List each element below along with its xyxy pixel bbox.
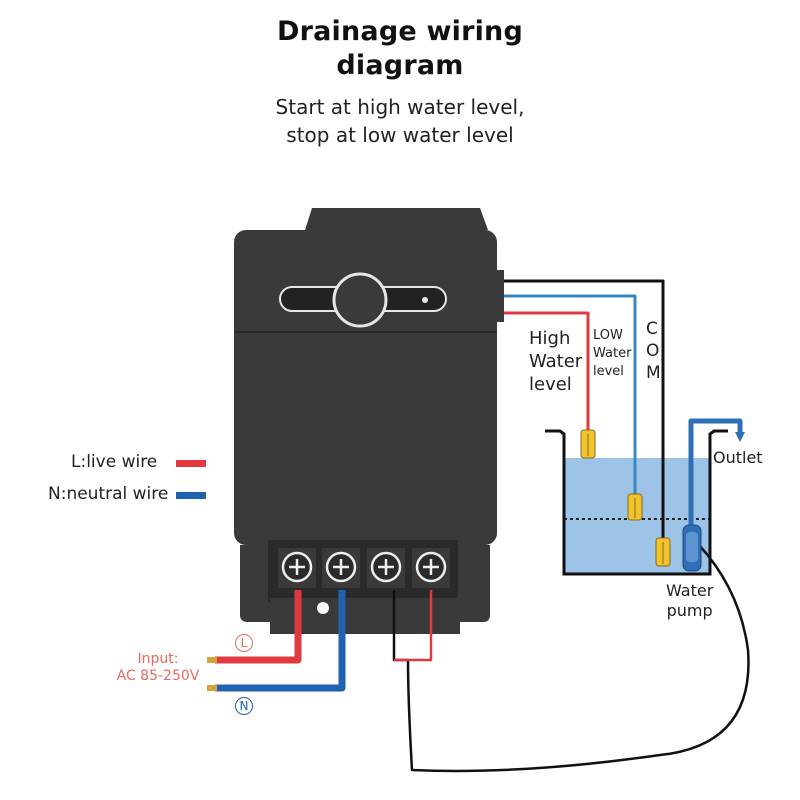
neutral-wire-tip [207, 685, 217, 691]
output-live-jumper [394, 590, 433, 662]
title-line-2: diagram [336, 50, 464, 81]
terminal-screw-4 [412, 548, 450, 588]
com-letter-m: M [646, 363, 661, 383]
low-water-line-2: Water [593, 346, 632, 361]
subtitle-line-2: stop at low water level [286, 123, 514, 147]
com-label: C O M [646, 318, 661, 384]
high-water-line-3: level [529, 374, 572, 395]
neutral-input-wire [215, 590, 346, 692]
water-pump-label: Water pump [666, 581, 713, 621]
device-side-connector [494, 270, 504, 322]
knob-indicator-dot [422, 297, 428, 303]
live-wire-tip [207, 657, 217, 663]
com-float-switch [655, 537, 671, 567]
low-water-float-switch [627, 493, 643, 521]
legend-live-label: L:live wire [71, 452, 158, 472]
outlet-pipe [688, 418, 743, 530]
terminal-block-base [270, 598, 460, 634]
pump-cable [392, 544, 750, 773]
com-letter-o: O [646, 341, 660, 361]
com-wire [504, 279, 665, 545]
terminal-screws [278, 548, 450, 588]
legend-neutral-swatch [176, 492, 206, 499]
legend-neutral-label: N:neutral wire [48, 484, 169, 504]
water-pump-line-1: Water [666, 581, 714, 600]
live-terminal-marker: L [235, 634, 253, 652]
high-water-wire [504, 311, 590, 432]
terminal-screw-1 [278, 548, 316, 588]
high-water-float-switch [580, 429, 596, 459]
input-line-1: Input: [137, 651, 179, 667]
title-line-1: Drainage wiring [277, 16, 523, 47]
legend-live-swatch [176, 460, 206, 467]
device-top-cap [305, 208, 488, 230]
low-water-level-label: LOW Water level [593, 327, 631, 381]
adjust-knob[interactable] [332, 272, 388, 328]
high-water-line-2: Water [529, 351, 583, 372]
outlet-label: Outlet [713, 448, 763, 467]
wires [207, 279, 750, 773]
low-water-line-1: LOW [593, 328, 623, 343]
low-water-line-3: level [593, 364, 624, 379]
neutral-terminal-marker: N [235, 697, 253, 715]
input-voltage-label: Input: AC 85-250V [115, 651, 201, 685]
mounting-hole [317, 602, 329, 614]
float-switches [580, 429, 671, 567]
terminal-screw-2 [322, 548, 360, 588]
high-water-level-label: High Water level [529, 327, 582, 396]
water-pump [682, 524, 702, 572]
live-input-wire [215, 590, 302, 664]
water-pump-line-2: pump [666, 601, 713, 620]
terminal-screw-3 [367, 548, 405, 588]
com-letter-c: C [646, 319, 658, 339]
low-water-wire [504, 294, 637, 496]
high-water-line-1: High [529, 328, 571, 349]
input-line-2: AC 85-250V [116, 668, 200, 684]
outlet-nozzle [735, 432, 745, 442]
tank-outline [545, 429, 728, 576]
subtitle-line-1: Start at high water level, [275, 95, 525, 119]
